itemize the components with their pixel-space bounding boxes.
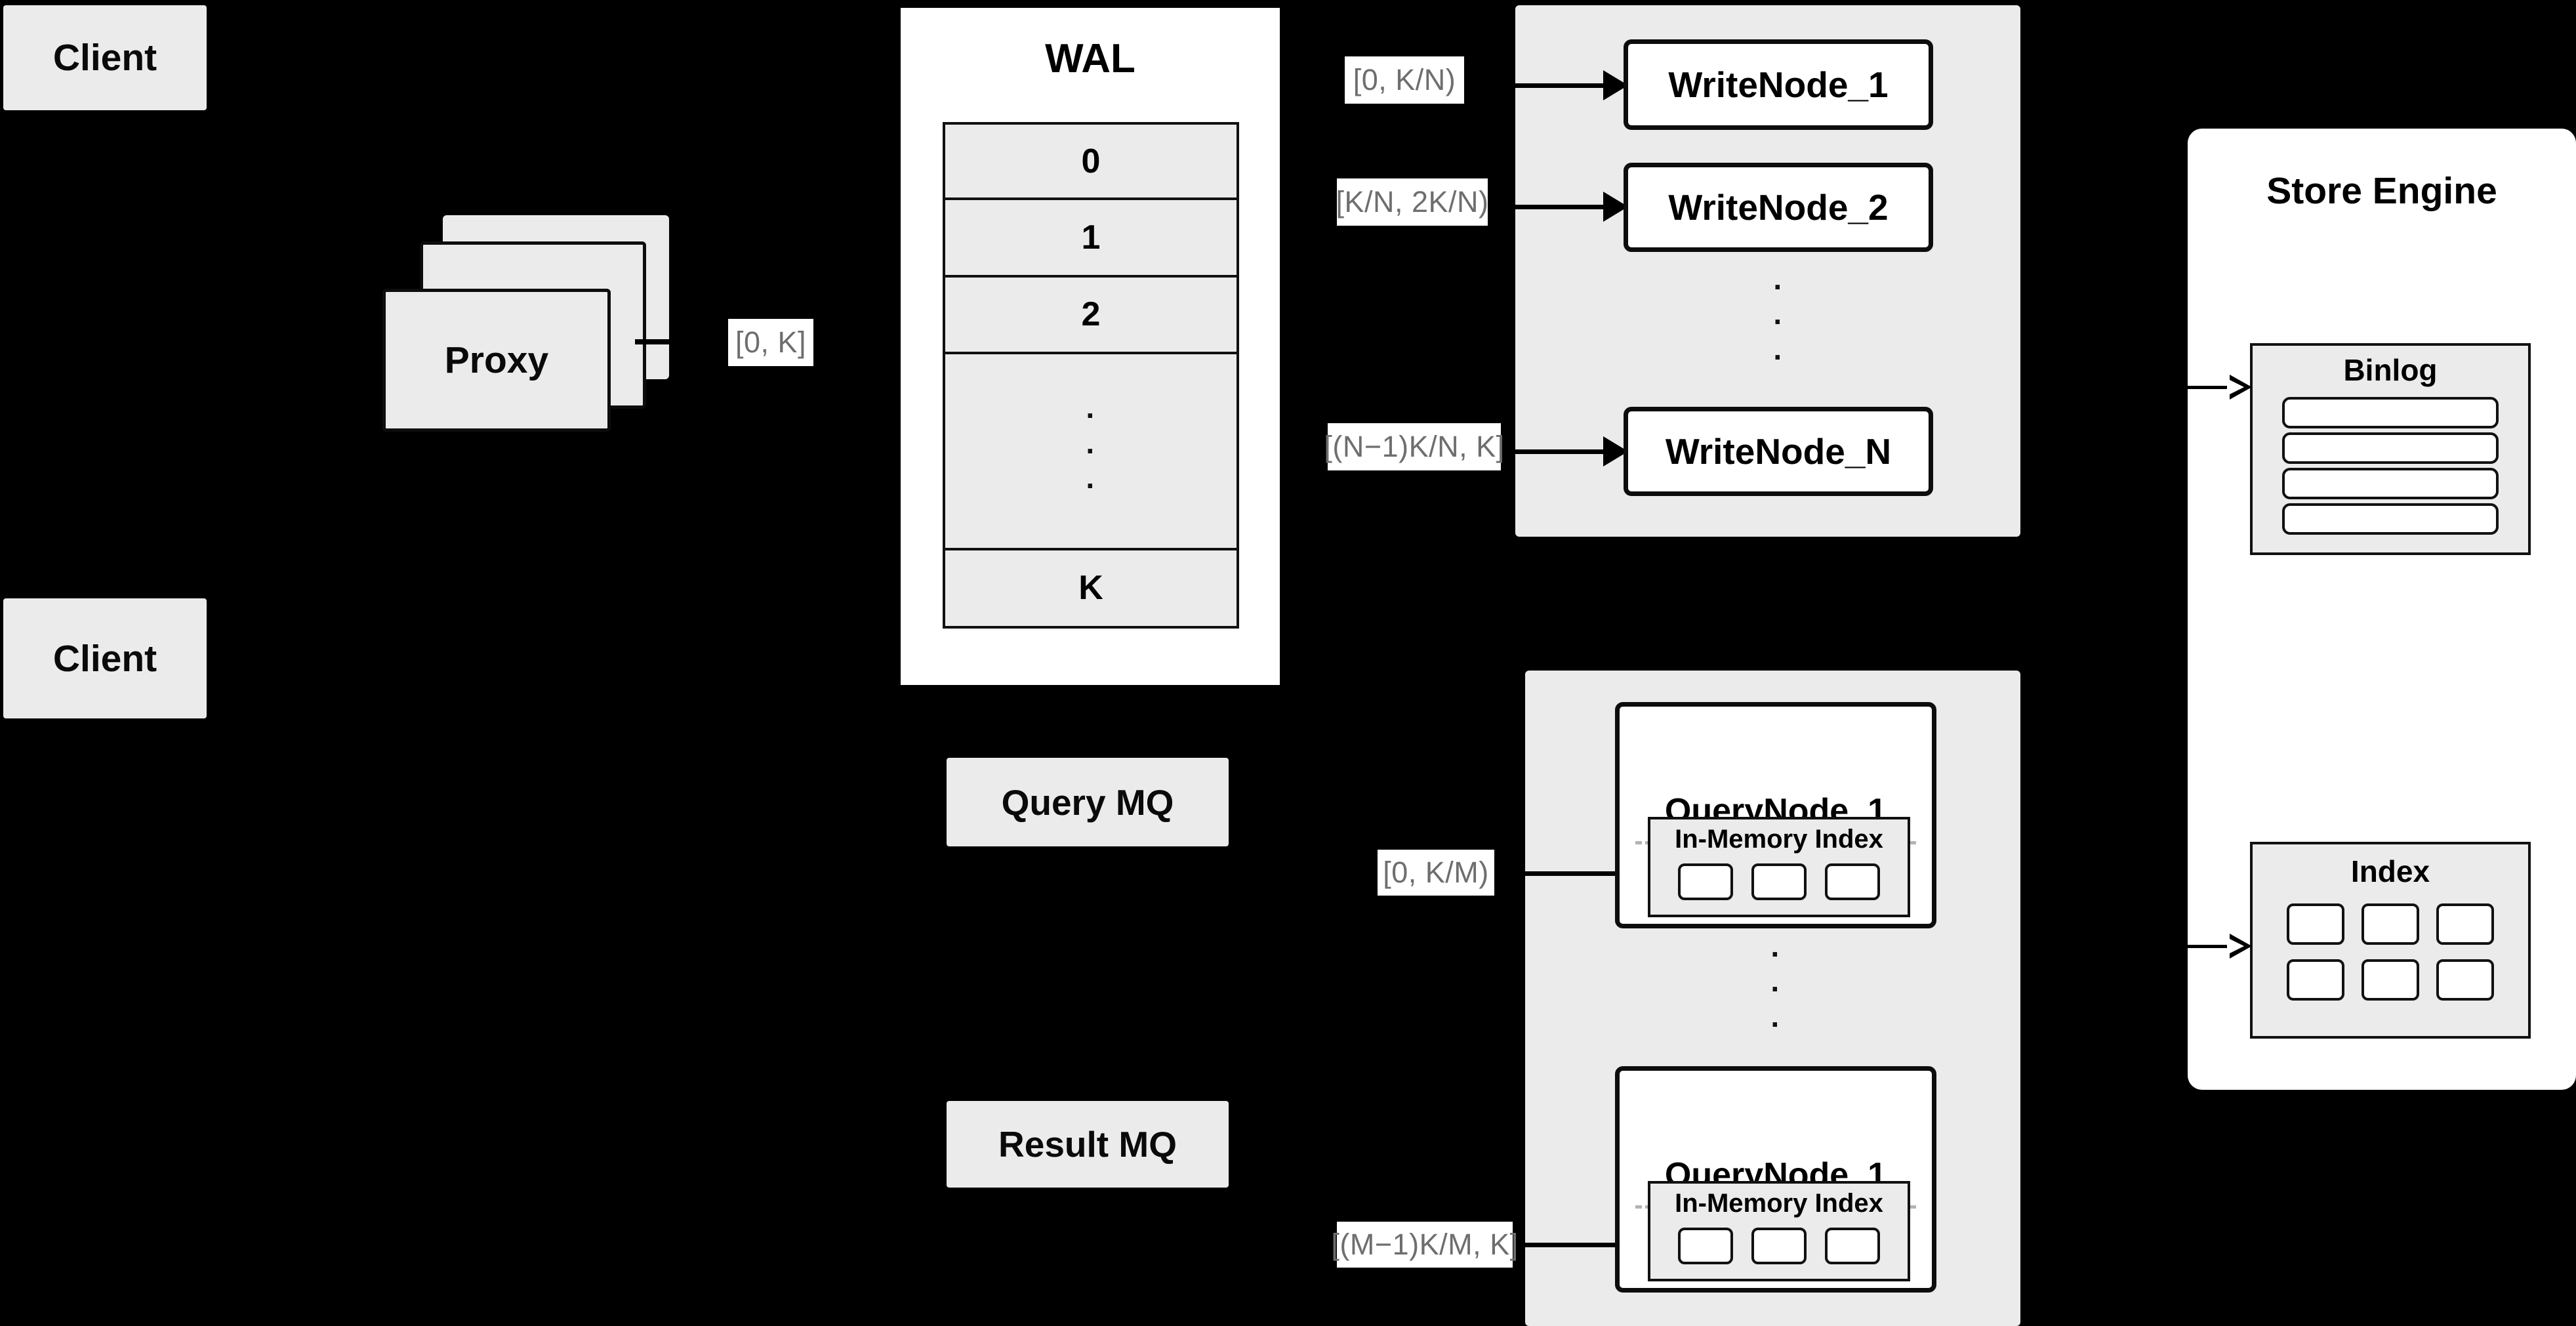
wal-table: 0 1 2 · · · K [943,122,1239,629]
wal-row-ellipsis: · · · [945,354,1237,550]
wal-title: WAL [1045,36,1135,81]
in-memory-index-panel-2: In-Memory Index [1648,1181,1910,1281]
write-node-1[interactable]: WriteNode_1 [1624,39,1933,130]
query-range-label-m: [(M−1)K/M, K] [1331,1222,1518,1268]
index-cell[interactable] [2361,959,2419,1001]
proxy-connector [635,339,671,344]
index-chip[interactable] [1825,863,1880,900]
index-cell[interactable] [2287,959,2344,1001]
index-cell[interactable] [2287,903,2344,945]
binlog-row[interactable] [2282,468,2499,499]
write-arrow-1 [1509,70,1628,100]
write-node-label: WriteNode_1 [1668,64,1889,105]
result-mq-label: Result MQ [998,1124,1177,1165]
wal-row-label: K [1078,569,1103,608]
client-box-1[interactable]: Client [3,5,207,110]
store-engine-title: Store Engine [2266,170,2497,212]
index-chip[interactable] [1825,1228,1880,1264]
write-node-n[interactable]: WriteNode_N [1624,407,1933,496]
query-cluster-vertical-dots: · · · [1770,937,1781,1041]
index-chip[interactable] [1751,863,1807,900]
index-cell[interactable] [2436,903,2494,945]
index-chip[interactable] [1751,1228,1807,1264]
query-range-text: [(M−1)K/M, K] [1331,1228,1519,1261]
index-title: Index [2350,854,2430,888]
write-range-text: [K/N, 2K/N) [1336,185,1489,218]
index-cell[interactable] [2436,959,2494,1001]
proxy-box[interactable]: Proxy [382,289,611,432]
write-range-label-n: [(N−1)K/N, K] [1324,423,1504,470]
binlog-row[interactable] [2282,397,2499,428]
wal-vertical-dots: · · · [1086,398,1096,503]
write-range-label-1: [0, K/N) [1345,56,1464,104]
query-mq-box[interactable]: Query MQ [947,758,1229,846]
index-cell[interactable] [2361,903,2419,945]
index-panel: Index [2250,842,2531,1039]
query-range-text: [0, K/M) [1383,856,1489,889]
proxy-range-text: [0, K] [735,325,807,359]
write-arrow-n [1509,436,1628,466]
index-chip[interactable] [1678,1228,1733,1264]
in-memory-index-title: In-Memory Index [1675,1189,1883,1218]
binlog-row[interactable] [2282,432,2499,464]
in-memory-index-panel-1: In-Memory Index [1648,817,1910,917]
wal-panel: WAL 0 1 2 · · · K [897,4,1284,689]
client-box-2[interactable]: Client [3,598,207,718]
write-arrow-2 [1509,192,1628,222]
client-label: Client [52,637,157,680]
write-range-text: [0, K/N) [1353,63,1456,96]
wal-row-label: 1 [1081,218,1101,257]
client-label: Client [52,37,157,79]
write-range-label-2: [K/N, 2K/N) [1336,178,1489,226]
binlog-row[interactable] [2282,503,2499,535]
wal-row[interactable]: 2 [945,278,1237,355]
query-range-label-1: [0, K/M) [1378,850,1494,896]
wal-row[interactable]: 0 [945,125,1237,201]
result-mq-box[interactable]: Result MQ [947,1101,1229,1188]
store-engine-panel: Store Engine Binlog Index [2188,129,2576,1090]
write-range-text: [(N−1)K/N, K] [1324,430,1505,463]
write-cluster-vertical-dots: · · · [1773,270,1784,374]
write-node-label: WriteNode_2 [1668,187,1889,228]
wal-row[interactable]: 1 [945,200,1237,278]
binlog-title: Binlog [2343,353,2438,387]
binlog-inbound-arrow [2188,375,2252,400]
wal-row[interactable]: K [945,550,1237,626]
query-node-1[interactable]: QueryNode_1 In-Memory Index [1615,702,1936,928]
in-memory-index-title: In-Memory Index [1675,825,1883,854]
query-node-m[interactable]: QueryNode_1 In-Memory Index [1615,1066,1936,1293]
write-node-2[interactable]: WriteNode_2 [1624,163,1933,252]
proxy-label: Proxy [444,339,549,381]
write-node-label: WriteNode_N [1665,431,1892,472]
wal-row-label: 0 [1081,142,1101,180]
proxy-range-label: [0, K] [728,319,813,366]
index-chip[interactable] [1678,863,1733,900]
wal-row-label: 2 [1081,295,1101,334]
query-mq-label: Query MQ [1001,781,1174,823]
index-inbound-arrow [2188,934,2252,959]
binlog-panel: Binlog [2250,343,2531,555]
